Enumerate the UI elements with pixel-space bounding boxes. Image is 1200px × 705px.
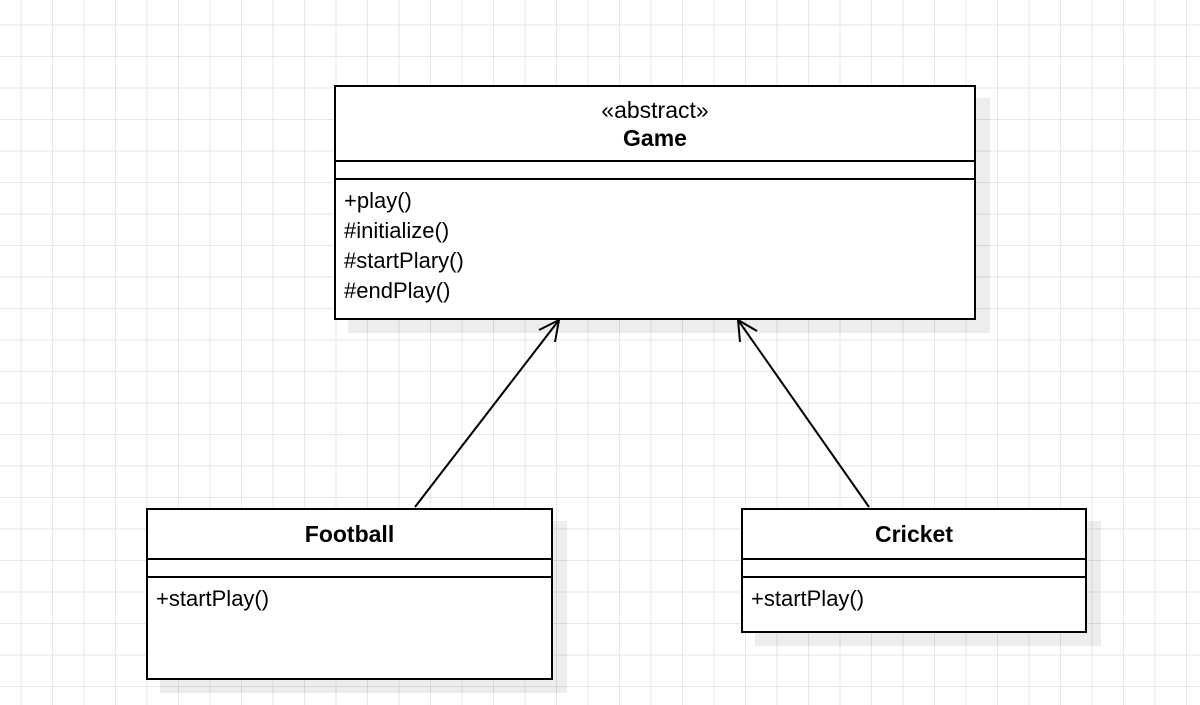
game-method: +play(): [344, 188, 412, 213]
cricket-attributes-compartment: [743, 560, 1085, 578]
game-class-name: Game: [623, 124, 687, 151]
cricket-class-name: Cricket: [875, 521, 953, 547]
cricket-class-box[interactable]: Cricket +startPlay(): [741, 508, 1087, 633]
cricket-to-game-arrowhead: [736, 318, 758, 343]
game-methods-compartment: +play() #initialize() #startPlary() #end…: [336, 180, 974, 306]
football-methods-compartment: +startPlay(): [148, 578, 551, 614]
game-class-header: «abstract» Game: [336, 87, 974, 162]
game-method: #endPlay(): [344, 278, 451, 303]
game-method: #initialize(): [344, 218, 450, 243]
cricket-methods-compartment: +startPlay(): [743, 578, 1085, 614]
game-stereotype: «abstract»: [601, 96, 709, 123]
game-method: #startPlary(): [344, 248, 464, 273]
football-method: +startPlay(): [156, 586, 270, 611]
cricket-class-header: Cricket: [743, 510, 1085, 560]
football-to-game-arrowhead: [538, 318, 561, 343]
football-class-header: Football: [148, 510, 551, 560]
football-to-game-arrow: [414, 318, 561, 508]
game-class-box[interactable]: «abstract» Game +play() #initialize() #s…: [334, 85, 976, 320]
football-attributes-compartment: [148, 560, 551, 578]
football-class-box[interactable]: Football +startPlay(): [146, 508, 553, 680]
football-to-game-line: [414, 319, 560, 508]
football-class-name: Football: [304, 521, 395, 547]
game-attributes-compartment: [336, 162, 974, 180]
cricket-to-game-arrow: [736, 318, 870, 508]
cricket-method: +startPlay(): [751, 586, 865, 611]
cricket-to-game-line: [737, 319, 870, 508]
